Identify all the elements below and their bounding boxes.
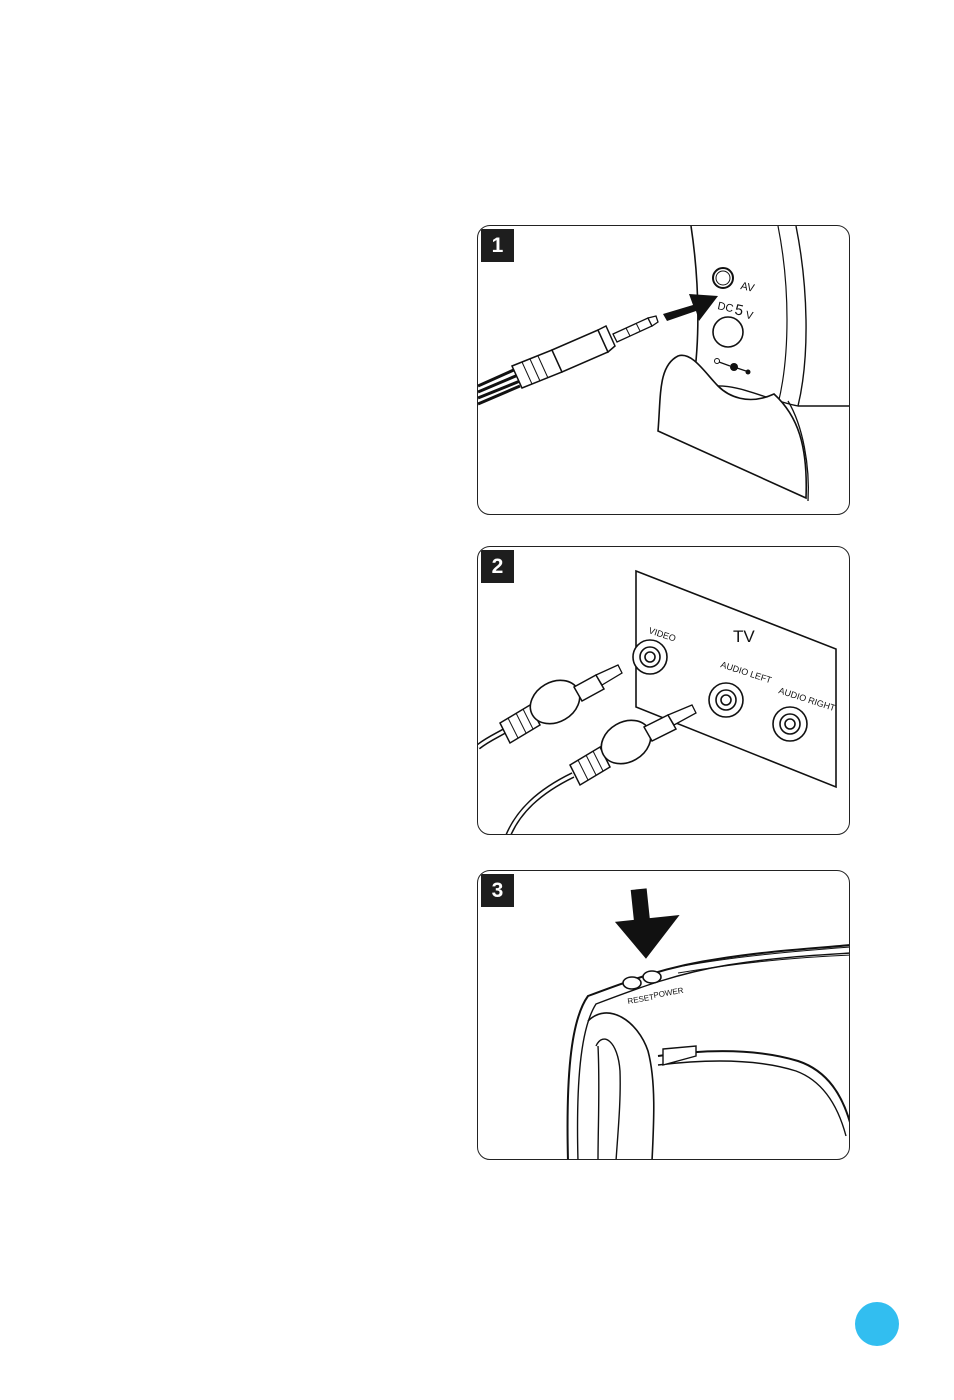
- step-2-panel: 2 TV VIDEO AUDIO LEFT AUDIO RIGHT: [477, 546, 850, 835]
- step-number-badge: 2: [481, 550, 514, 583]
- step-number-badge: 3: [481, 874, 514, 907]
- dc-prefix-label: DC: [716, 300, 734, 315]
- step-1-panel: 1 AV DC 5 V: [477, 225, 850, 515]
- tv-label: TV: [733, 627, 755, 646]
- reset-label: RESET: [627, 992, 655, 1006]
- right-arrow-icon: [663, 294, 718, 321]
- dc-unit-label: V: [744, 309, 754, 322]
- dc-value-label: 5: [733, 301, 745, 319]
- down-arrow-icon: [612, 885, 684, 961]
- power-button-illustration: RESET POWER: [478, 871, 850, 1160]
- page-marker-dot: [855, 1302, 899, 1346]
- av-connection-illustration: AV DC 5 V: [478, 226, 850, 515]
- rca-cable: [478, 665, 622, 747]
- step-number-badge: 1: [481, 229, 514, 262]
- av-jack-label: AV: [739, 280, 756, 295]
- av-cable: [478, 316, 658, 404]
- tv-connection-illustration: TV VIDEO AUDIO LEFT AUDIO RIGHT: [478, 547, 850, 835]
- power-label: POWER: [653, 986, 685, 1000]
- step-3-panel: 3 RESET POWER: [477, 870, 850, 1160]
